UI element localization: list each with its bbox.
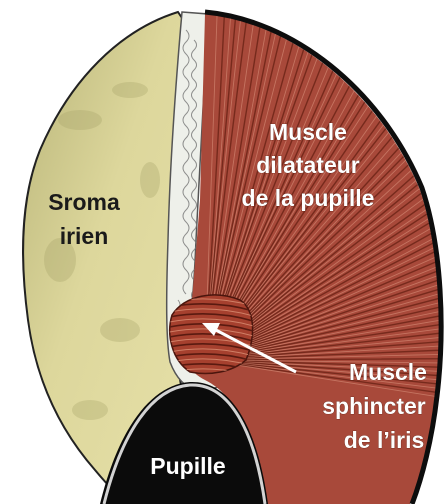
- label-stroma-line-1: Sroma: [48, 189, 120, 215]
- label-pupil: Pupille: [150, 453, 225, 479]
- label-sphincter-line-1: Muscle: [349, 359, 427, 385]
- label-sphincter-line-2: sphincter: [322, 393, 426, 419]
- label-dilatator-line-3: de la pupille: [242, 185, 375, 211]
- label-sphincter-line-3: de l’iris: [344, 427, 425, 453]
- label-dilatator-line-2: dilatateur: [256, 152, 360, 178]
- label-stroma-line-2: irien: [60, 223, 109, 249]
- label-dilatator-line-1: Muscle: [269, 119, 347, 145]
